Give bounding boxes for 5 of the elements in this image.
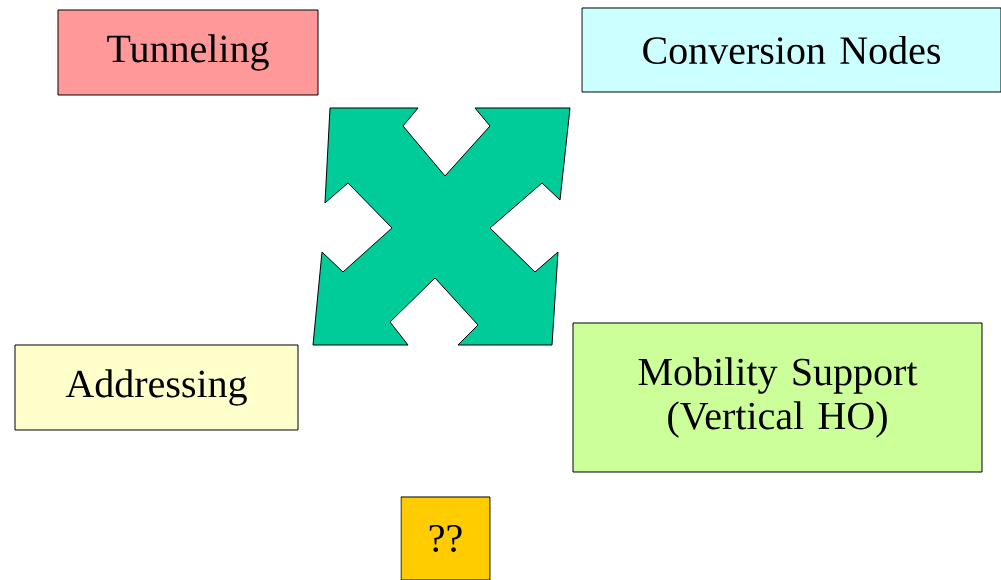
- text-box: Conversion Nodes: [581, 7, 1001, 93]
- text-box: Mobility Support (Vertical HO): [572, 322, 983, 473]
- text-box: ??: [400, 496, 491, 580]
- text-box: Tunneling: [57, 9, 319, 96]
- text-box: Addressing: [14, 344, 299, 431]
